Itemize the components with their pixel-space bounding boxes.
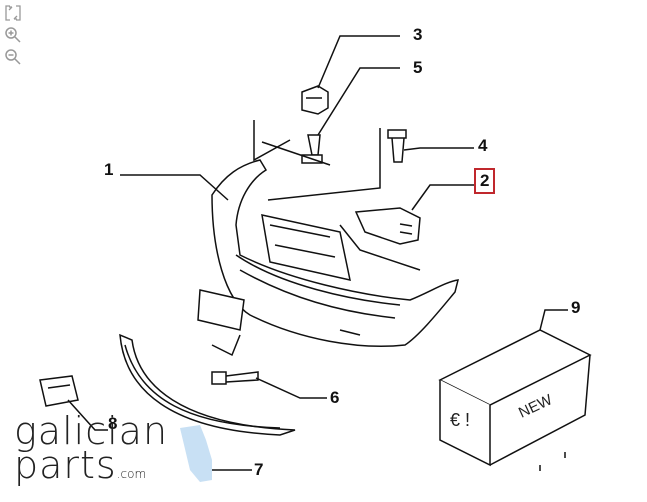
- callout-8[interactable]: 8: [108, 414, 118, 433]
- callout-2-selected[interactable]: 2: [474, 168, 496, 194]
- watermark-logo: galician parts.com: [14, 409, 169, 491]
- watermark-map-shape: [180, 425, 212, 482]
- clip-part-4[interactable]: [387, 129, 407, 163]
- callout-3[interactable]: 3: [413, 25, 423, 44]
- bracket-part-2[interactable]: [354, 207, 421, 245]
- watermark-line2: parts: [14, 443, 117, 487]
- callout-6[interactable]: 6: [330, 388, 340, 407]
- box-euro-label: € !: [450, 410, 471, 430]
- strip-part-7[interactable]: [119, 333, 296, 436]
- callout-5[interactable]: 5: [413, 58, 423, 77]
- zoom-in-icon[interactable]: [4, 26, 22, 44]
- callout-7[interactable]: 7: [254, 460, 264, 479]
- callout-1[interactable]: 1: [104, 160, 114, 179]
- zoom-out-icon[interactable]: [4, 48, 22, 66]
- bracket-part-3[interactable]: [301, 85, 329, 115]
- new-part-box: [438, 329, 592, 471]
- watermark-line1: galician: [14, 409, 169, 453]
- callout-9[interactable]: 9: [571, 298, 581, 317]
- fullscreen-icon[interactable]: [4, 4, 22, 22]
- screw-part-6[interactable]: [211, 371, 259, 385]
- zoom-toolbar: [4, 4, 22, 66]
- clip-part-8[interactable]: [39, 375, 79, 407]
- watermark-suffix: .com: [116, 467, 147, 481]
- license-plate-bracket: [197, 289, 245, 331]
- callout-4[interactable]: 4: [478, 136, 488, 155]
- bumper-part[interactable]: [211, 159, 460, 347]
